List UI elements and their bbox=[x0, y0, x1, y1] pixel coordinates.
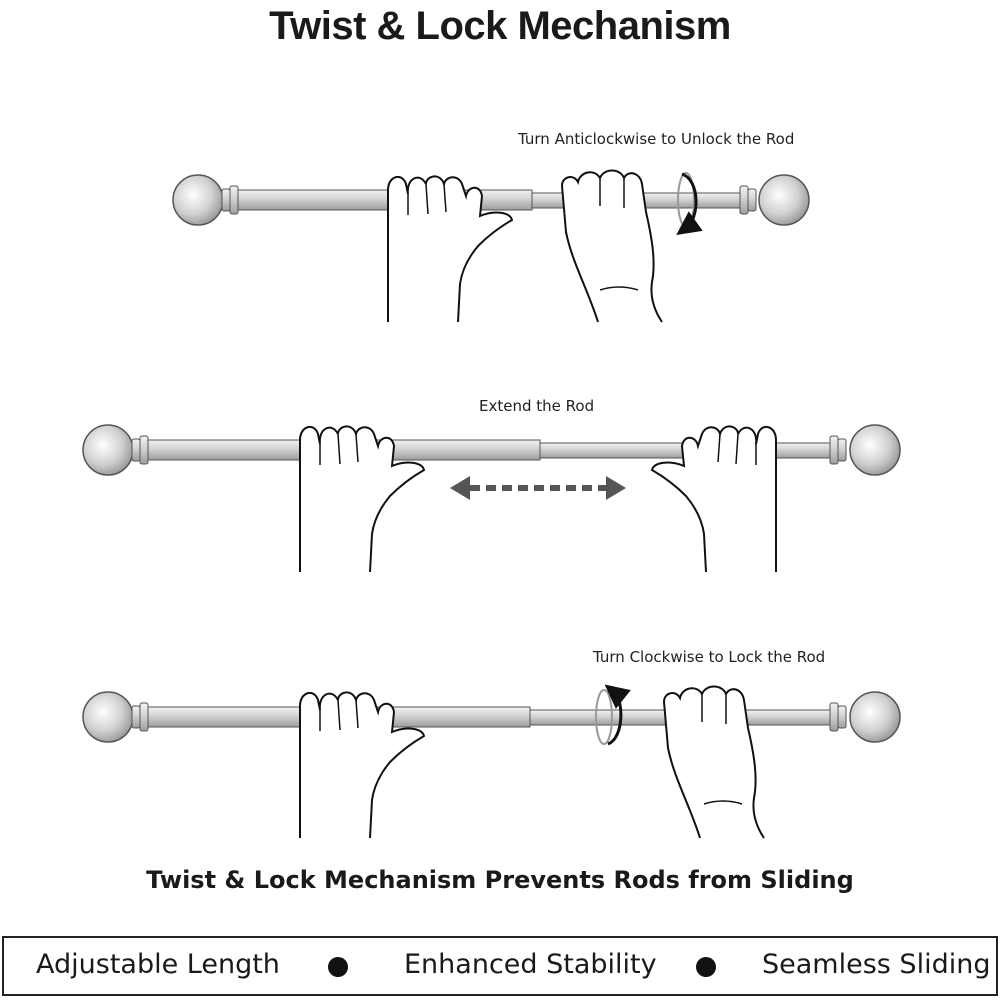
collar-right bbox=[747, 188, 757, 212]
rotate-arrow-icon bbox=[604, 684, 631, 746]
hand-right-icon bbox=[560, 169, 663, 323]
collar-left bbox=[221, 188, 231, 212]
finial-left bbox=[82, 424, 134, 476]
rod-3 bbox=[82, 684, 901, 839]
finial-right bbox=[849, 691, 901, 743]
feature-adjustable-length: Adjustable Length bbox=[36, 949, 280, 980]
bullet-icon bbox=[696, 957, 716, 977]
rod-outer-tube bbox=[237, 189, 533, 211]
rod-1 bbox=[172, 169, 810, 323]
finial-left bbox=[172, 174, 224, 226]
feature-enhanced-stability: Enhanced Stability bbox=[404, 949, 657, 980]
step-3-label: Turn Clockwise to Lock the Rod bbox=[593, 648, 826, 666]
bullet-icon bbox=[328, 957, 348, 977]
footer-caption: Twist & Lock Mechanism Prevents Rods fro… bbox=[146, 866, 854, 894]
rotate-arrow-icon bbox=[676, 172, 703, 235]
extend-arrow-icon bbox=[450, 476, 626, 500]
hand-right-icon bbox=[662, 685, 765, 839]
step-1-label: Turn Anticlockwise to Unlock the Rod bbox=[518, 130, 795, 148]
finial-right bbox=[758, 174, 810, 226]
hand-left-icon bbox=[299, 425, 426, 573]
feature-seamless-sliding: Seamless Sliding bbox=[762, 949, 991, 980]
finial-right bbox=[849, 424, 901, 476]
hand-left-icon bbox=[299, 691, 426, 839]
page-title: Twist & Lock Mechanism bbox=[269, 4, 731, 48]
hand-left-icon bbox=[387, 175, 514, 323]
finial-left bbox=[82, 691, 134, 743]
rod-2 bbox=[82, 424, 901, 573]
step-2-label: Extend the Rod bbox=[479, 397, 595, 415]
hand-right-icon bbox=[650, 425, 777, 573]
feature-bar: Adjustable Length Enhanced Stability Sea… bbox=[2, 936, 998, 996]
